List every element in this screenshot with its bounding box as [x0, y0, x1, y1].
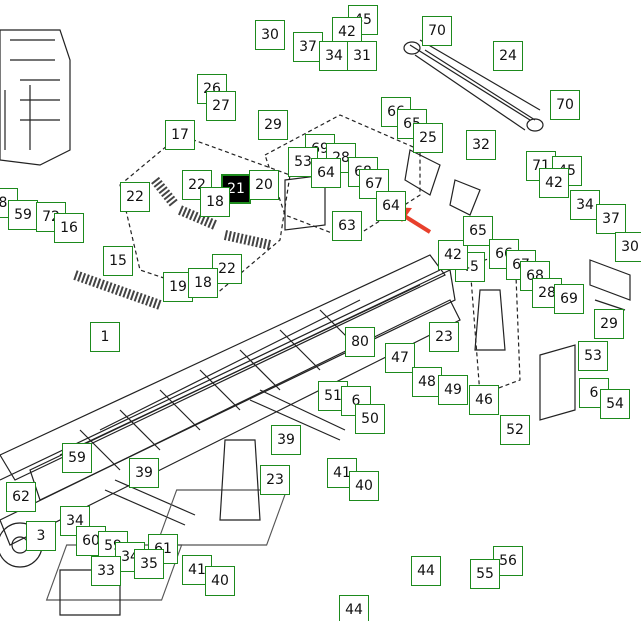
part-label[interactable]: 18	[200, 187, 230, 217]
part-label[interactable]: 44	[411, 556, 441, 586]
part-label[interactable]: 30	[255, 20, 285, 50]
part-label[interactable]: 27	[206, 91, 236, 121]
part-label[interactable]: 3	[26, 521, 56, 551]
part-label[interactable]: 33	[91, 556, 121, 586]
part-label[interactable]: 20	[249, 170, 279, 200]
part-label[interactable]: 47	[385, 343, 415, 373]
part-label[interactable]: 46	[469, 385, 499, 415]
part-label[interactable]: 18	[188, 268, 218, 298]
part-label[interactable]: 39	[129, 458, 159, 488]
part-label[interactable]: 64	[376, 191, 406, 221]
part-label[interactable]: 44	[339, 595, 369, 621]
part-label[interactable]: 22	[120, 182, 150, 212]
part-label[interactable]: 40	[205, 566, 235, 596]
part-label[interactable]: 59	[62, 443, 92, 473]
part-label[interactable]: 65	[463, 216, 493, 246]
part-label[interactable]: 52	[500, 415, 530, 445]
part-label[interactable]: 64	[311, 158, 341, 188]
part-label[interactable]: 55	[470, 559, 500, 589]
part-label[interactable]: 34	[570, 190, 600, 220]
part-label[interactable]: 42	[539, 168, 569, 198]
part-label[interactable]: 48	[412, 367, 442, 397]
part-label[interactable]: 54	[600, 389, 630, 419]
part-label[interactable]: 53	[288, 147, 318, 177]
part-label[interactable]: 1	[90, 322, 120, 352]
part-label[interactable]: 34	[60, 506, 90, 536]
part-label[interactable]: 35	[134, 549, 164, 579]
part-label[interactable]: 80	[345, 327, 375, 357]
part-label[interactable]: 67	[359, 169, 389, 199]
part-label[interactable]: 29	[594, 309, 624, 339]
part-label[interactable]: 63	[332, 211, 362, 241]
part-label[interactable]: 23	[429, 322, 459, 352]
part-label[interactable]: 40	[349, 471, 379, 501]
part-label[interactable]: 25	[413, 123, 443, 153]
part-label[interactable]: 16	[54, 213, 84, 243]
part-label[interactable]: 59	[8, 200, 38, 230]
part-label[interactable]: 69	[554, 284, 584, 314]
part-label[interactable]: 17	[165, 120, 195, 150]
part-label[interactable]: 30	[615, 232, 641, 262]
part-label[interactable]: 24	[493, 41, 523, 71]
part-label[interactable]: 31	[347, 41, 377, 71]
part-label[interactable]: 53	[578, 341, 608, 371]
part-label[interactable]: 37	[596, 204, 626, 234]
part-label[interactable]: 70	[422, 16, 452, 46]
part-label[interactable]: 15	[103, 246, 133, 276]
part-label[interactable]: 70	[550, 90, 580, 120]
part-label[interactable]: 32	[466, 130, 496, 160]
part-label[interactable]: 29	[258, 110, 288, 140]
part-label[interactable]: 62	[6, 482, 36, 512]
part-label[interactable]: 37	[293, 32, 323, 62]
part-label[interactable]: 50	[355, 404, 385, 434]
part-label[interactable]: 39	[271, 425, 301, 455]
part-label[interactable]: 34	[319, 41, 349, 71]
part-label[interactable]: 23	[260, 465, 290, 495]
part-label[interactable]: 49	[438, 375, 468, 405]
